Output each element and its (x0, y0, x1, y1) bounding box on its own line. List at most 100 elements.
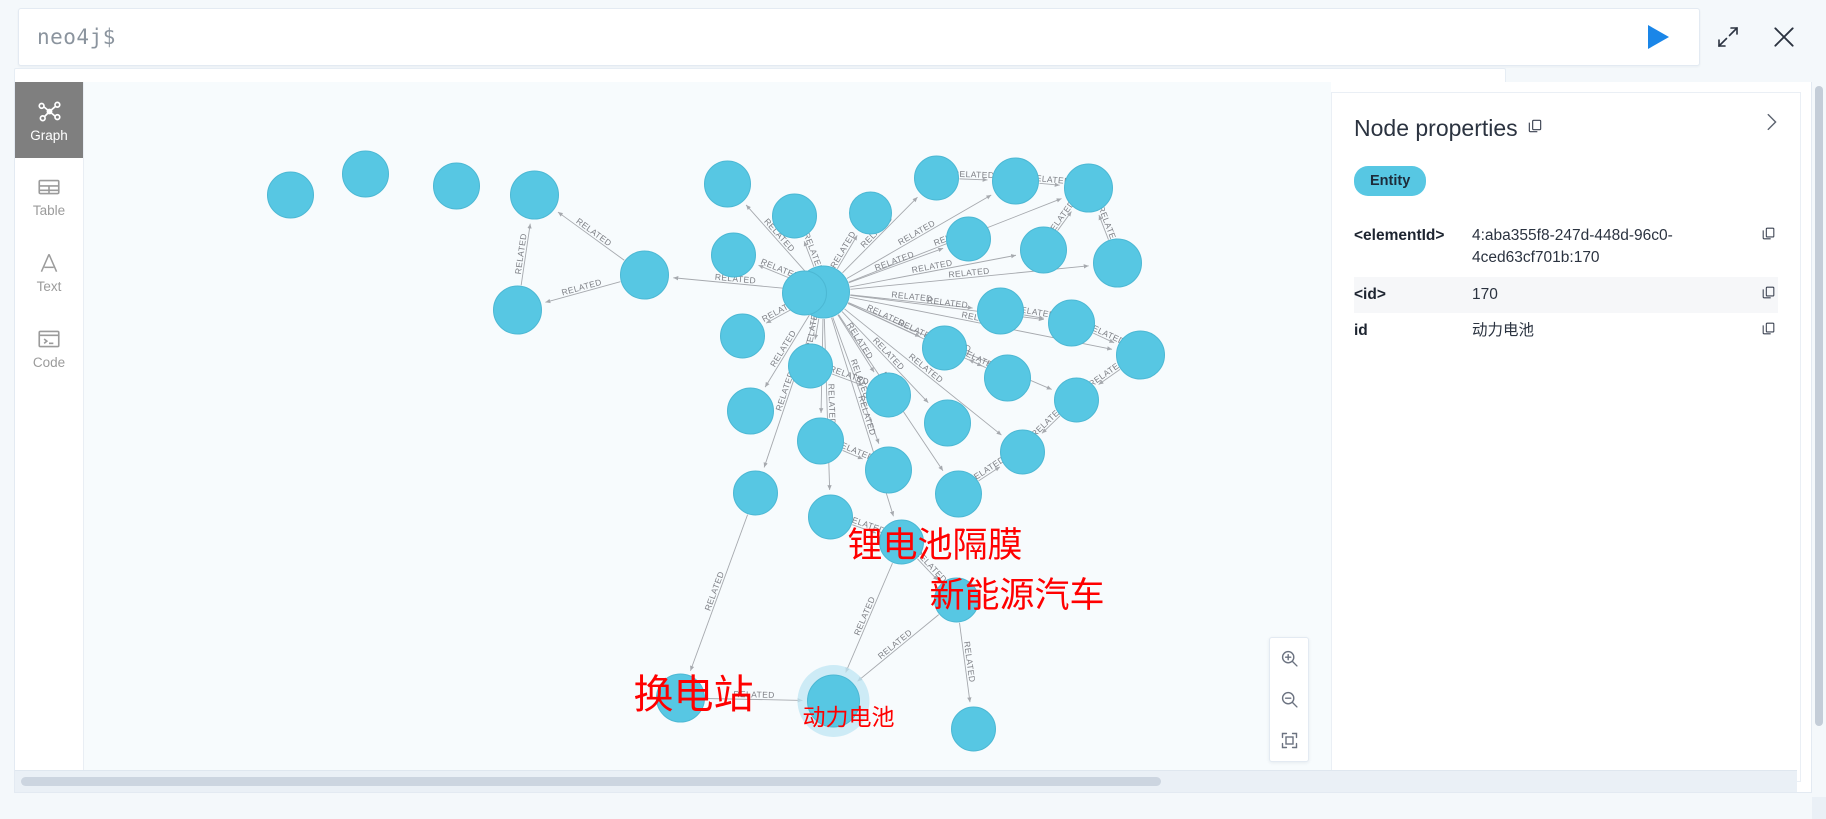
graph-edge[interactable] (763, 317, 816, 468)
graph-edge[interactable] (705, 698, 803, 703)
graph-node[interactable] (984, 354, 1031, 402)
run-query-button[interactable] (1630, 9, 1686, 65)
graph-edge[interactable] (745, 204, 806, 273)
graph-edge[interactable] (832, 317, 880, 444)
graph-edge[interactable] (916, 558, 939, 581)
graph-edge[interactable] (837, 314, 875, 373)
graph-node[interactable] (727, 387, 774, 435)
graph-edge[interactable] (690, 514, 749, 671)
graph-edge[interactable] (673, 276, 797, 290)
zoom-fit-icon[interactable] (1270, 720, 1308, 761)
graph-edge[interactable] (845, 562, 893, 673)
collapse-panel-chevron-icon[interactable] (1760, 111, 1782, 138)
graph-edge[interactable] (849, 254, 1017, 288)
graph-node[interactable] (849, 191, 892, 235)
graph-node[interactable] (992, 157, 1039, 205)
graph-edge[interactable] (1098, 214, 1109, 240)
graph-node[interactable] (267, 171, 314, 219)
graph-edge[interactable] (850, 294, 973, 310)
graph-node[interactable] (620, 250, 669, 300)
copy-icon[interactable] (1761, 321, 1776, 341)
graph-node[interactable] (656, 673, 705, 723)
graph-node[interactable] (711, 232, 756, 278)
graph-node[interactable] (865, 446, 912, 494)
graph-node[interactable] (866, 372, 911, 418)
copy-icon[interactable] (1761, 226, 1776, 246)
graph-edge[interactable] (1039, 182, 1060, 187)
graph-edge[interactable] (846, 194, 992, 279)
query-editor[interactable]: neo4j$ (18, 8, 1700, 66)
graph-edge[interactable] (857, 614, 940, 682)
graph-node[interactable] (977, 287, 1024, 335)
graph-node[interactable] (935, 470, 982, 518)
graph-node[interactable] (1020, 226, 1067, 274)
graph-node[interactable] (1064, 163, 1113, 213)
graph-edge[interactable] (847, 302, 921, 338)
graph-node[interactable] (879, 519, 924, 565)
graph-node[interactable] (493, 285, 542, 335)
graph-node[interactable] (924, 399, 971, 447)
graph-node[interactable] (772, 193, 817, 239)
graph-edge[interactable] (842, 196, 918, 274)
graph-edge[interactable] (844, 308, 1002, 436)
graph-node[interactable] (1054, 377, 1099, 423)
graph-node[interactable] (342, 150, 389, 198)
graph-edge[interactable] (848, 247, 944, 284)
graph-edge[interactable] (1098, 369, 1121, 385)
graph-edge[interactable] (836, 235, 858, 270)
copy-icon[interactable] (1761, 285, 1776, 305)
graph-node[interactable] (1093, 238, 1142, 288)
graph-node[interactable] (1116, 330, 1165, 380)
graph-edge[interactable] (1093, 332, 1115, 344)
graph-edge[interactable] (557, 211, 625, 261)
close-icon[interactable] (1756, 9, 1812, 65)
graph-node[interactable] (704, 160, 751, 208)
graph-edge[interactable] (1041, 415, 1061, 434)
graph-edge[interactable] (852, 524, 877, 534)
graph-node[interactable] (951, 706, 996, 752)
zoom-in-icon[interactable] (1270, 638, 1308, 679)
graph-edge[interactable] (959, 177, 988, 182)
sidebar-item-table[interactable]: Table (15, 158, 83, 234)
graph-node[interactable] (782, 270, 827, 316)
graph-node[interactable] (788, 343, 833, 389)
graph-node[interactable] (433, 162, 480, 210)
vertical-scrollbar[interactable] (1812, 82, 1826, 793)
graph-node[interactable] (1048, 299, 1095, 347)
graph-edge[interactable] (959, 622, 972, 703)
horizontal-scrollbar-thumb[interactable] (21, 777, 1161, 786)
graph-edge[interactable] (842, 450, 863, 460)
zoom-out-icon[interactable] (1270, 679, 1308, 720)
graph-edge[interactable] (520, 223, 532, 286)
expand-icon[interactable] (1700, 9, 1756, 65)
horizontal-scrollbar[interactable] (15, 770, 1797, 792)
copy-all-icon[interactable] (1527, 118, 1543, 139)
graph-node[interactable] (808, 494, 853, 540)
graph-node[interactable] (946, 216, 991, 262)
graph-edge[interactable] (978, 466, 1001, 482)
graph-node[interactable] (1000, 429, 1045, 475)
node-label-chip[interactable]: Entity (1354, 166, 1427, 196)
sidebar-item-text[interactable]: Text (15, 234, 83, 310)
sidebar-item-graph[interactable]: Graph (15, 82, 83, 158)
graph-edge[interactable] (813, 318, 820, 340)
sidebar-item-code[interactable]: Code (15, 310, 83, 386)
graph-edge[interactable] (803, 241, 815, 267)
graph-node[interactable] (510, 170, 559, 220)
graph-node[interactable] (914, 155, 959, 201)
graph-node[interactable] (720, 313, 765, 359)
graph-edge[interactable] (545, 281, 621, 304)
graph-edge[interactable] (968, 359, 987, 369)
graph-node[interactable] (922, 325, 967, 371)
graph-node-selected[interactable] (807, 674, 860, 728)
graph-edge[interactable] (1024, 314, 1044, 320)
vertical-scrollbar-thumb[interactable] (1815, 86, 1823, 726)
graph-node[interactable] (934, 577, 979, 623)
graph-edge[interactable] (841, 311, 929, 403)
graph-edge[interactable] (764, 314, 810, 388)
graph-node[interactable] (733, 470, 778, 516)
graph-edge[interactable] (1057, 211, 1072, 231)
graph-node[interactable] (797, 417, 844, 465)
graph-edge[interactable] (831, 373, 864, 387)
